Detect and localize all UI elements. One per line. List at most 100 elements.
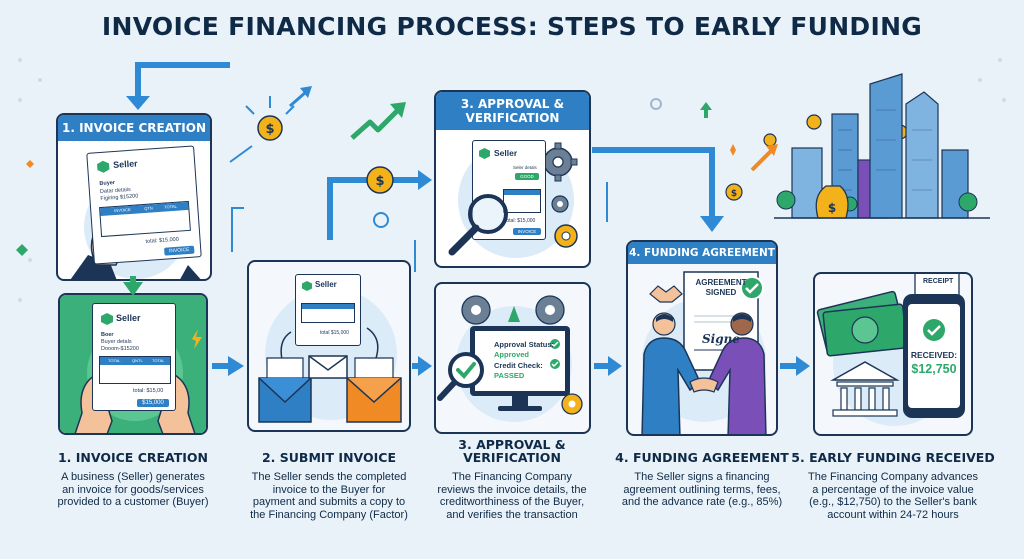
approval-header: 3. APPROVAL & VERIFICATION xyxy=(436,92,589,130)
invoice-total: total $15,000 xyxy=(320,330,349,336)
svg-text:$: $ xyxy=(265,122,274,137)
seller-brand: Seller xyxy=(116,313,141,323)
signature: Signe xyxy=(702,332,740,346)
dollar-coin-icon: $ xyxy=(725,183,743,201)
checkmark-icon xyxy=(550,359,560,369)
dollar-coin-icon: $ xyxy=(366,166,394,194)
handshake-illustration xyxy=(641,271,767,434)
step-4-desc: The Seller signs a financing agreement o… xyxy=(621,471,783,508)
step-4-title: 4. FUNDING AGREEMENT xyxy=(615,450,789,465)
step-2-title: 2. SUBMIT INVOICE xyxy=(261,450,396,465)
table-col-1: TOTAL xyxy=(108,358,121,363)
monitor-illustration xyxy=(437,295,583,422)
credit-check-label: Credit Check: xyxy=(494,361,543,370)
funding-agreement-header: 4. FUNDING AGREEMENT xyxy=(628,242,776,264)
approval-status-label: Approval Status: xyxy=(494,340,555,349)
buyer-detail: Buyer detals xyxy=(101,339,132,345)
invoice-creation-header: 1. INVOICE CREATION xyxy=(58,115,210,141)
early-funding-panel: RECEIPT RECEIVED: $12,750 xyxy=(813,272,973,436)
invoice-badge: INVOICE xyxy=(513,228,541,235)
receipt-label: RECEIPT xyxy=(923,278,954,285)
flow-arrow-head xyxy=(796,356,810,376)
seller-brand: Seller xyxy=(315,280,337,289)
flow-arrow-head xyxy=(123,282,143,296)
seller-logo-icon xyxy=(302,281,312,291)
received-amount: $12,750 xyxy=(911,362,957,376)
table-col-3: TOTAL xyxy=(152,358,165,363)
approval-header-line1: 3. APPROVAL & xyxy=(460,97,565,111)
svg-text:$: $ xyxy=(828,201,836,215)
seller-detail: Seler detals xyxy=(513,165,537,170)
checkmark-icon xyxy=(550,339,560,349)
invoice-total: total: $15,000 xyxy=(505,218,536,224)
svg-text:$: $ xyxy=(731,189,737,199)
step-1-desc: A business (Seller) generates an invoice… xyxy=(57,471,209,508)
credit-check-value: PASSED xyxy=(494,371,525,380)
gear-icon xyxy=(554,224,578,248)
step-2-desc: The Seller sends the completed invoice t… xyxy=(250,471,408,521)
seller-logo-icon xyxy=(101,313,113,325)
envelope-icon-right xyxy=(346,357,402,423)
invoice-document-top: Seller Buyer Datar detaiis Figiring $152… xyxy=(86,145,202,265)
agreement-signed-line1: AGREEMENT xyxy=(695,278,747,287)
amount-badge: $15,000 xyxy=(137,399,169,407)
checkmark-icon xyxy=(740,276,764,300)
buyer-amount: Dooom-$15200 xyxy=(101,346,139,352)
up-arrow-icon xyxy=(508,306,520,322)
magnifier-check-icon xyxy=(437,352,484,401)
step-5-desc: The Financing Company advances a percent… xyxy=(808,471,978,521)
good-badge: GOOD xyxy=(515,173,539,180)
svg-text:$: $ xyxy=(375,174,384,189)
invoice-creation-panel-top: 1. INVOICE CREATION Seller Buyer Datar d… xyxy=(56,113,212,281)
envelope-icon-left xyxy=(258,357,312,423)
seller-logo-icon xyxy=(97,160,110,173)
gear-icon xyxy=(551,195,569,213)
step-5-title: 5. EARLY FUNDING RECEIVED xyxy=(791,450,995,465)
dollar-coin-icon: $ xyxy=(257,115,283,141)
table-col-2: QNTL xyxy=(132,358,143,363)
checkmark-icon xyxy=(927,325,941,336)
magnifier-icon xyxy=(448,194,508,256)
bank-icon xyxy=(830,361,900,417)
invoice-document-bottom: Seller Boer Buyer detals Dooom-$15200 TO… xyxy=(92,303,176,411)
invoice-total: total: $15,00 xyxy=(133,388,164,394)
flow-arrow-head xyxy=(126,96,150,110)
received-label: RECEIVED: xyxy=(910,350,958,360)
sparkle-icon xyxy=(229,96,295,163)
buyer-label: Boer xyxy=(101,332,114,338)
phone-icon xyxy=(903,294,965,418)
flow-arrow-head xyxy=(418,356,432,376)
step-3-desc: The Financing Company reviews the invoic… xyxy=(437,471,587,521)
dollar-coin-icon xyxy=(763,133,777,147)
dollar-coin-icon xyxy=(806,114,822,130)
flow-arrow xyxy=(592,147,715,222)
seller-logo-icon xyxy=(479,148,490,159)
envelope-icon-small xyxy=(308,355,348,379)
lightning-icon xyxy=(192,329,202,349)
approval-header-line2: VERIFICATION xyxy=(465,111,560,125)
seller-brand: Seller xyxy=(494,148,518,158)
banknote-icon xyxy=(816,290,908,357)
flow-arrow-head xyxy=(608,356,622,376)
agreement-signed-line2: SIGNED xyxy=(705,288,737,297)
flow-arrow-head xyxy=(228,356,244,376)
submit-invoice-panel: Seller total $15,000 xyxy=(247,260,411,432)
funding-illustration xyxy=(816,274,965,426)
money-bag-icon: $ xyxy=(815,185,849,219)
invoice-table: TOTAL QNTL TOTAL xyxy=(99,356,171,384)
page-title: INVOICE FINANCING PROCESS: STEPS TO EARL… xyxy=(101,12,923,41)
flow-arrow xyxy=(135,62,230,102)
approval-panel-bottom: Approval Status: Approved Credit Check: … xyxy=(434,282,591,434)
invoice-creation-panel-bottom: Seller Boer Buyer detals Dooom-$15200 TO… xyxy=(58,293,208,435)
gear-icon xyxy=(561,393,583,415)
flow-arrow-head xyxy=(418,170,432,190)
flow-arrow-head xyxy=(700,216,724,232)
approval-panel-top: 3. APPROVAL & VERIFICATION Seller Seler … xyxy=(434,90,591,268)
step-1-title: 1. INVOICE CREATION xyxy=(57,450,208,465)
step-3-title: 3. APPROVAL & VERIFICATION xyxy=(458,437,566,465)
growth-arrow-icon xyxy=(350,102,406,140)
submitted-invoice-document: Seller total $15,000 xyxy=(295,274,361,346)
funding-agreement-panel: 4. FUNDING AGREEMENT AGREEMENT SIGNED Si… xyxy=(626,240,778,436)
